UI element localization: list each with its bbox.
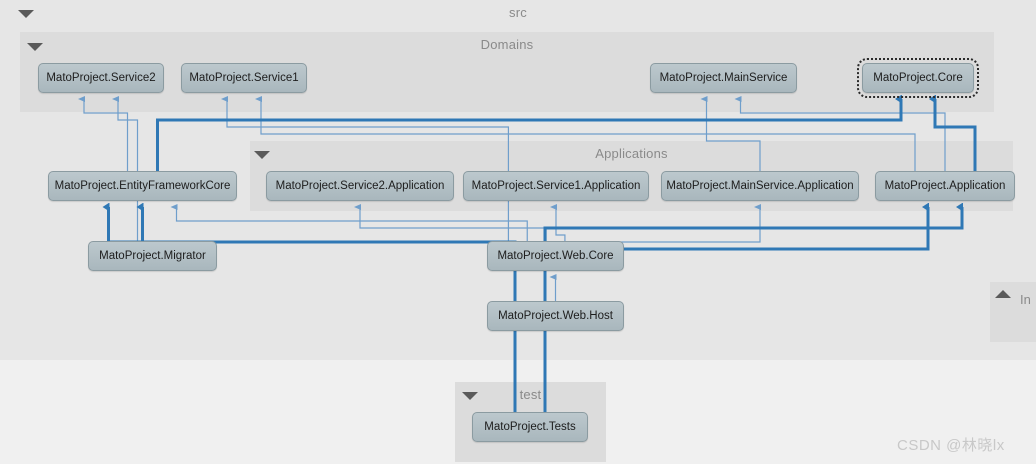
node-webcore[interactable]: MatoProject.Web.Core	[487, 241, 624, 271]
group-label-src: src	[509, 5, 527, 20]
watermark: CSDN @林晓lx	[897, 437, 1005, 454]
node-tests[interactable]: MatoProject.Tests	[472, 412, 588, 442]
node-service2app[interactable]: MatoProject.Service2.Application	[266, 171, 454, 201]
node-core[interactable]: MatoProject.Core	[857, 58, 979, 98]
collapse-up-triangle-icon[interactable]	[995, 290, 1011, 298]
node-efcore[interactable]: MatoProject.EntityFrameworkCore	[48, 171, 237, 201]
node-mainserviceapp[interactable]: MatoProject.MainService.Application	[661, 171, 859, 201]
node-migrator[interactable]: MatoProject.Migrator	[88, 241, 217, 271]
collapse-triangle-icon-test[interactable]	[462, 392, 478, 400]
side-panel-label: In	[1020, 292, 1031, 307]
group-label-applications: Applications	[595, 146, 668, 161]
node-webhost[interactable]: MatoProject.Web.Host	[487, 301, 624, 331]
node-service2[interactable]: MatoProject.Service2	[38, 63, 164, 93]
collapse-triangle-icon-applications[interactable]	[254, 151, 270, 159]
collapse-triangle-icon-domains[interactable]	[27, 43, 43, 51]
side-panel[interactable]: In	[990, 282, 1036, 342]
node-mainservice[interactable]: MatoProject.MainService	[650, 63, 797, 93]
group-domains[interactable]: Domains	[20, 32, 994, 112]
group-label-domains: Domains	[480, 37, 534, 52]
collapse-triangle-icon-src[interactable]	[18, 10, 34, 18]
node-service1[interactable]: MatoProject.Service1	[181, 63, 307, 93]
node-service1app[interactable]: MatoProject.Service1.Application	[463, 171, 649, 201]
node-application[interactable]: MatoProject.Application	[875, 171, 1015, 201]
